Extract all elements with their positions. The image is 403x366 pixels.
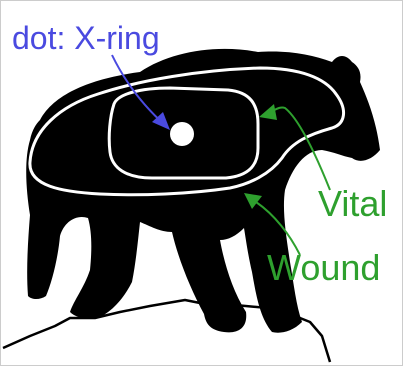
wound-label: Wound xyxy=(267,250,380,286)
x-ring-dot xyxy=(170,122,194,146)
vital-label: Vital xyxy=(318,186,387,222)
x-ring-label: dot: X-ring xyxy=(12,22,160,54)
